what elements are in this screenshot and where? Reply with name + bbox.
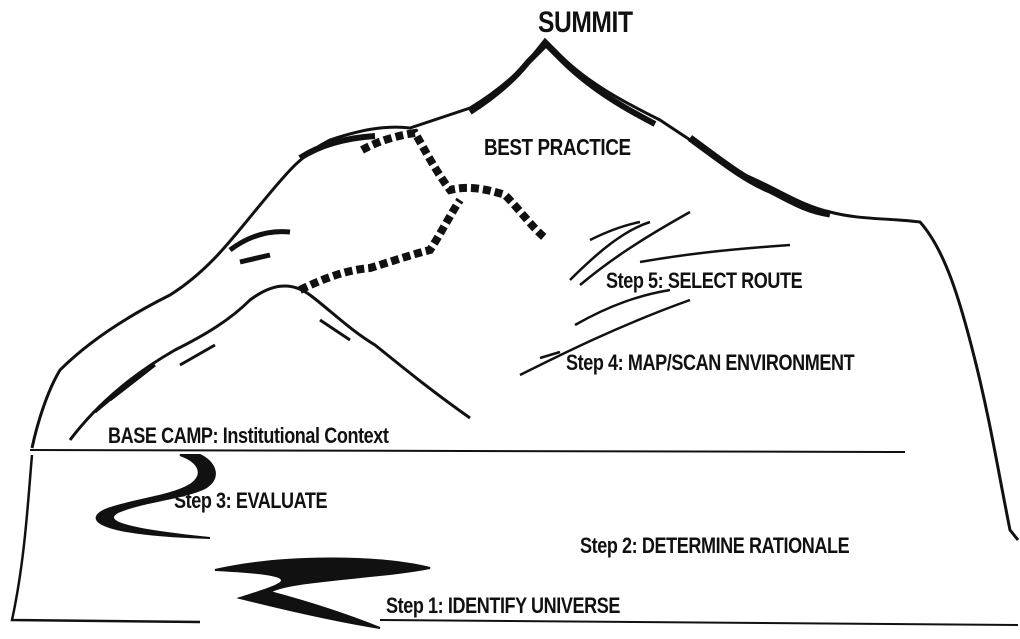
step3-label: Step 3: EVALUATE <box>174 488 328 513</box>
step2-label: Step 2: DETERMINE RATIONALE <box>580 533 850 558</box>
ground-line <box>379 619 1019 626</box>
left-shoulder-shade <box>298 133 376 161</box>
left-slope-hatch <box>94 318 351 414</box>
right-ridge-shade <box>687 135 831 218</box>
winding-path-lower <box>214 557 431 629</box>
inner-left-ridge <box>68 284 471 441</box>
inner-left-shade <box>228 229 291 265</box>
summit-label: SUMMIT <box>538 6 633 39</box>
best-practice-label: BEST PRACTICE <box>484 134 631 160</box>
summit-ridge <box>468 39 657 127</box>
step5-label: Step 5: SELECT ROUTE <box>606 268 803 293</box>
lower-left-edge <box>10 454 201 624</box>
base-camp-label: BASE CAMP: Institutional Context <box>108 423 389 448</box>
step1-label: Step 1: IDENTIFY UNIVERSE <box>386 593 621 618</box>
great-wall <box>298 128 548 294</box>
base-camp-line <box>29 449 906 453</box>
winding-path-upper <box>95 454 216 539</box>
right-slope-hatch <box>519 210 791 377</box>
mountain-outline <box>30 37 1020 541</box>
step4-label: Step 4: MAP/SCAN ENVIRONMENT <box>566 350 855 375</box>
